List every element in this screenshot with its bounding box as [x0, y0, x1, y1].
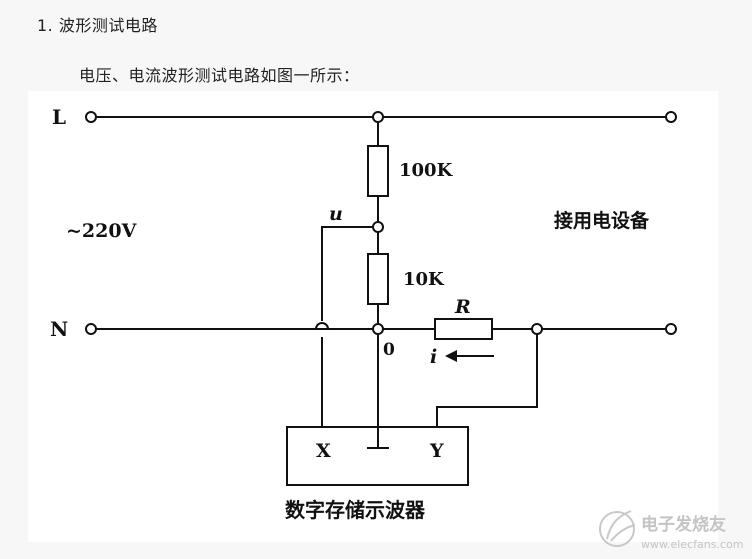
neutral-terminal-right: [665, 323, 677, 335]
r1-label: 100K: [399, 160, 454, 181]
watermark: 电子发烧友 www.elecfans.com: [597, 503, 747, 559]
watermark-logo-icon: [599, 510, 636, 547]
u-junction: [372, 221, 384, 233]
intro-text: 电压、电流波形测试电路如图一所示：: [79, 66, 360, 85]
ground-junction: [372, 323, 384, 335]
resistor-100k: [367, 145, 389, 197]
wire-crossover: [315, 322, 329, 330]
line-label: L: [52, 105, 66, 129]
watermark-text: 电子发烧友: [641, 514, 726, 535]
r-label: R: [454, 296, 471, 318]
oscilloscope-label: 数字存储示波器: [285, 498, 426, 522]
section-heading: 1. 波形测试电路: [37, 16, 158, 35]
device-label: 接用电设备: [554, 209, 650, 232]
live-terminal-right: [665, 111, 677, 123]
circuit-figure: L N ~220V 100K 10K u 0 R i X Y 接用电设备 数字存…: [28, 91, 718, 542]
i-label: i: [430, 346, 437, 368]
voltage-label: ~220V: [66, 220, 138, 242]
circuit-diagram: L N ~220V 100K 10K u 0 R i X Y 接用电设备 数字存…: [50, 105, 677, 522]
x-label: X: [316, 440, 331, 462]
zero-label: 0: [383, 340, 395, 360]
u-label: u: [329, 203, 343, 225]
live-junction: [372, 111, 384, 123]
resistor-r: [434, 318, 493, 340]
u-sense-wire-upper: [321, 226, 373, 321]
watermark-graphic: 电子发烧友 www.elecfans.com: [599, 510, 743, 551]
neutral-label: N: [50, 317, 68, 341]
current-junction: [531, 323, 543, 335]
resistor-10k: [367, 253, 389, 305]
current-arrow-head: [445, 350, 457, 362]
neutral-terminal-left: [85, 323, 97, 335]
r2-label: 10K: [403, 269, 445, 290]
y-label: Y: [429, 440, 444, 462]
live-terminal-left: [85, 111, 97, 123]
watermark-url: www.elecfans.com: [641, 538, 743, 551]
oscilloscope-box: [286, 426, 469, 486]
i-sense-wire: [436, 334, 538, 427]
